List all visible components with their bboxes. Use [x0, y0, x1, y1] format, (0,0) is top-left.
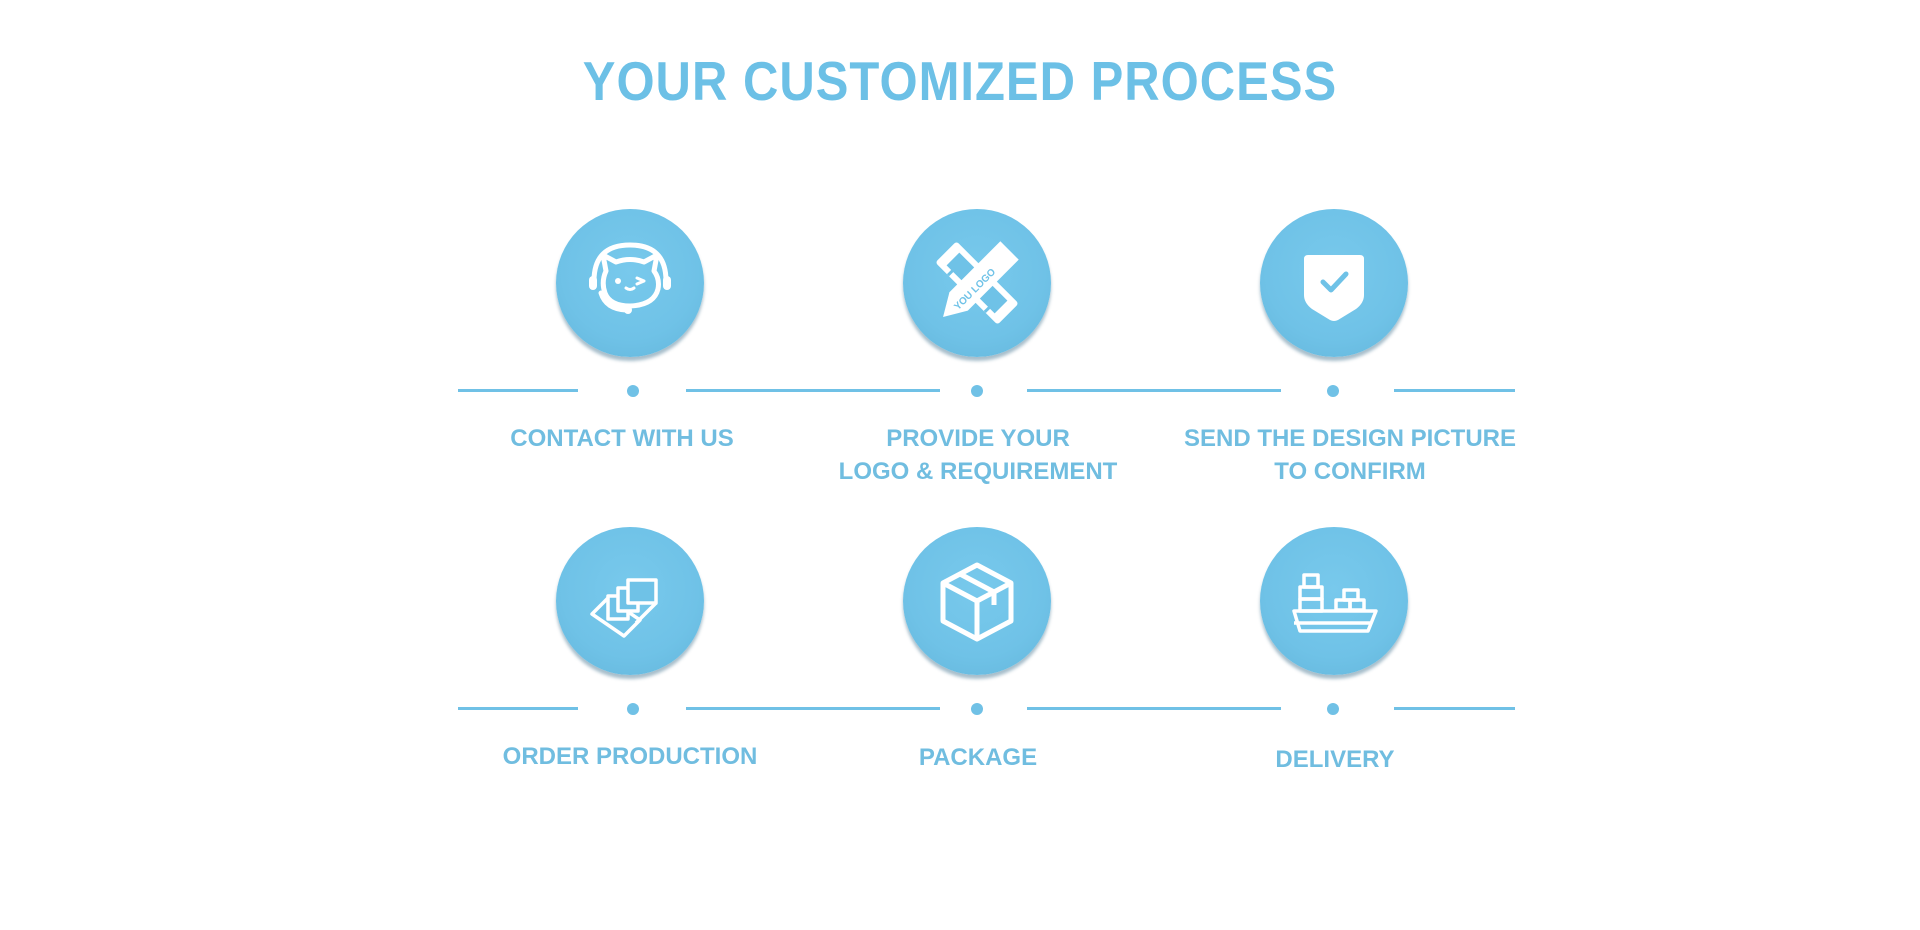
step-1-circle [556, 209, 704, 357]
step-label-line: SEND THE DESIGN PICTURE [1183, 425, 1517, 452]
step-6-circle [1260, 527, 1408, 675]
timeline-dot [1327, 385, 1339, 397]
step-label-line: PROVIDE YOUR [886, 425, 1070, 452]
cargo-ship-icon [1292, 573, 1378, 633]
timeline-segment [458, 707, 578, 710]
step-1-label: CONTACT WITH US [412, 422, 832, 455]
step-6-label: DELIVERY [1125, 743, 1545, 776]
timeline-segment [458, 389, 578, 392]
timeline-segment [1027, 389, 1281, 392]
timeline-dot [627, 703, 639, 715]
step-label-line: ORDER PRODUCTION [502, 743, 758, 770]
step-label-line: LOGO & REQUIREMENT [838, 458, 1118, 485]
timeline-dot [627, 385, 639, 397]
step-label-line: CONTACT WITH US [510, 425, 734, 452]
pencil-ruler-design-icon: YOU LOGO [936, 241, 1019, 324]
customer-service-headset-icon [589, 242, 671, 314]
timeline-segment [1027, 707, 1281, 710]
timeline-segment [1394, 707, 1515, 710]
step-4-label: ORDER PRODUCTION [420, 740, 840, 773]
step-4-circle [556, 527, 704, 675]
timeline-dot [971, 703, 983, 715]
package-box-icon [940, 562, 1014, 642]
step-3-circle [1260, 209, 1408, 357]
step-2-label: PROVIDE YOUR LOGO & REQUIREMENT [768, 422, 1188, 488]
timeline-dot [1327, 703, 1339, 715]
shield-check-icon [1304, 255, 1364, 321]
timeline-segment [686, 707, 940, 710]
step-3-label: SEND THE DESIGN PICTURE TO CONFIRM [1140, 422, 1560, 488]
timeline-dot [971, 385, 983, 397]
timeline-segment [1394, 389, 1515, 392]
timeline-segment [686, 389, 940, 392]
production-sheets-icon [590, 578, 658, 638]
page-title: YOUR CUSTOMIZED PROCESS [582, 51, 1338, 113]
step-label-line: PACKAGE [918, 744, 1038, 771]
step-label-line: TO CONFIRM [1274, 458, 1426, 485]
step-5-label: PACKAGE [768, 741, 1188, 774]
step-label-line: DELIVERY [1275, 746, 1395, 773]
step-5-circle [903, 527, 1051, 675]
step-2-circle: YOU LOGO [903, 209, 1051, 357]
